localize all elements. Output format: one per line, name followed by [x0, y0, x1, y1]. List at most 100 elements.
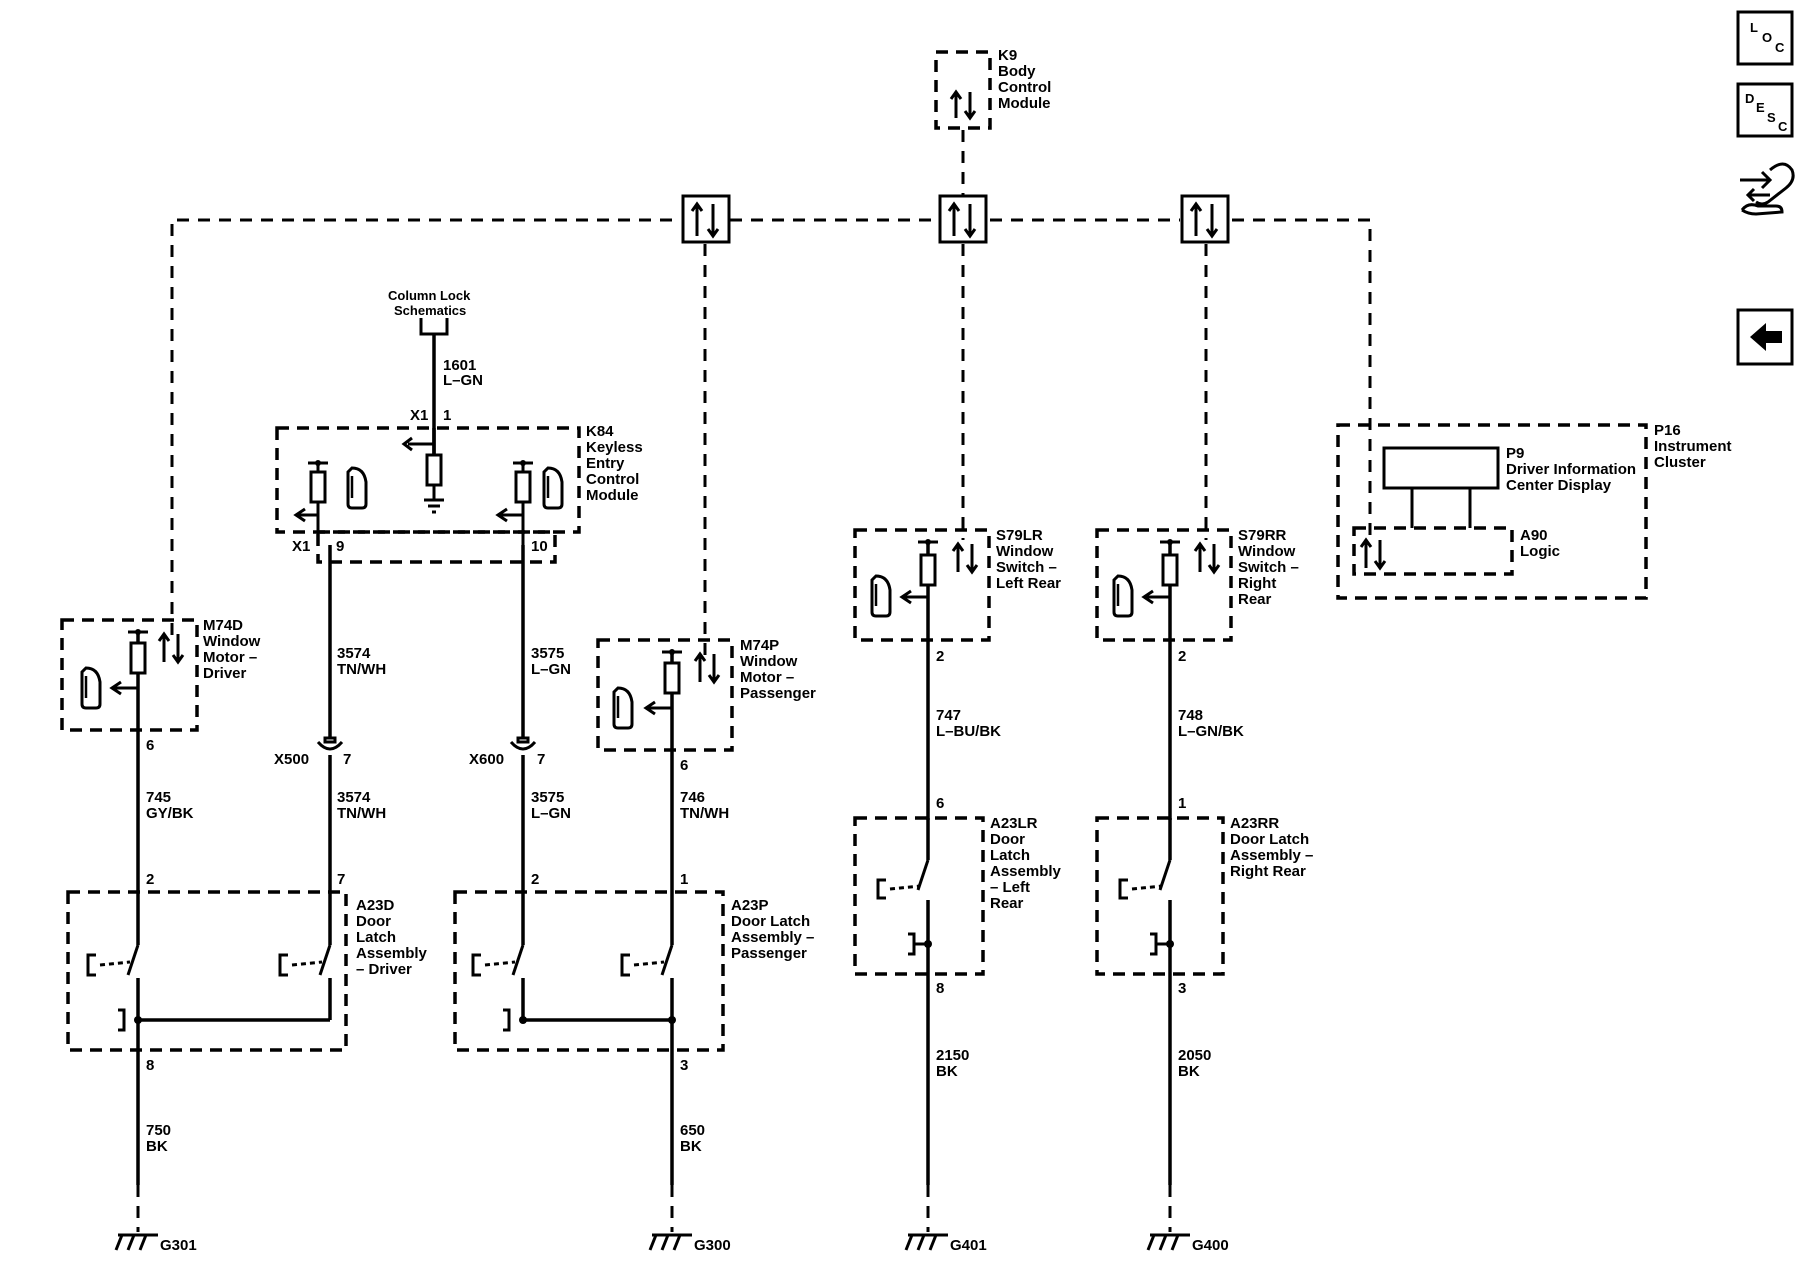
wire-2150-number: 2150	[936, 1047, 969, 1064]
k84-label-4: Module	[586, 487, 639, 504]
s79rr-pin-2: 2	[1178, 648, 1186, 665]
p16-label-1: Instrument	[1654, 438, 1732, 455]
s79rr-label-2: Switch –	[1238, 559, 1299, 576]
wire-748-number: 748	[1178, 707, 1203, 724]
s79lr-label-0: S79LR	[996, 527, 1043, 544]
a23d-door-latch-driver: 2 7 A23D Door Latch Assembly – Driver 8	[66, 871, 428, 1074]
location-button[interactable]: L O C	[1736, 10, 1794, 66]
a23rr-label-3: Right Rear	[1230, 863, 1306, 880]
column-lock-label-0: Column Lock	[388, 288, 471, 303]
m74p-window-motor-passenger: M74P Window Motor – Passenger 6	[596, 637, 816, 774]
a23d-pin-8: 8	[146, 1057, 154, 1074]
bus-splice-1	[681, 194, 731, 244]
a23rr-door-latch-right-rear: 1 A23RR Door Latch Assembly – Right Rear…	[1095, 795, 1313, 997]
a23rr-label-2: Assembly –	[1230, 847, 1313, 864]
location-button-label-o: O	[1762, 30, 1772, 45]
k9-label-2: Control	[998, 79, 1051, 96]
ground-g400: G400	[1146, 1185, 1229, 1254]
s79rr-label-1: Window	[1238, 543, 1296, 560]
wire-2050-color: BK	[1178, 1063, 1200, 1080]
wire-3575a-color: L–GN	[531, 661, 571, 678]
s79lr-window-switch-left-rear: S79LR Window Switch – Left Rear 2	[853, 527, 1061, 665]
a23lr-pin-8: 8	[936, 980, 944, 997]
p16-label-2: Cluster	[1654, 454, 1706, 471]
a23d-label-2: Latch	[356, 929, 396, 946]
bus-splice-3	[1180, 194, 1230, 244]
a23lr-label-0: A23LR	[990, 815, 1038, 832]
a23rr-pin-3: 3	[1178, 980, 1186, 997]
ground-g300: G300	[648, 1185, 731, 1254]
wire-3574a-color: TN/WH	[337, 661, 386, 678]
k84-pin-1: 1	[443, 407, 451, 424]
ground-g301: G301	[114, 1185, 197, 1254]
a23d-label-1: Door	[356, 913, 391, 930]
wire-750-number: 750	[146, 1122, 171, 1139]
ground-g401: G401	[904, 1185, 987, 1254]
s79rr-window-switch-right-rear: S79RR Window Switch – Right Rear 2	[1095, 527, 1299, 665]
wire-650-number: 650	[680, 1122, 705, 1139]
a23lr-pin-6: 6	[936, 795, 944, 812]
a23lr-label-2: Latch	[990, 847, 1030, 864]
x1-bottom-connector: X1	[292, 538, 310, 555]
wire-745-color: GY/BK	[146, 805, 194, 822]
wire-746-number: 746	[680, 789, 705, 806]
a23lr-label-1: Door	[990, 831, 1025, 848]
s79rr-label-0: S79RR	[1238, 527, 1287, 544]
service-tool-icon[interactable]	[1740, 162, 1795, 216]
description-button-label-c2: C	[1778, 119, 1788, 134]
wire-745-number: 745	[146, 789, 171, 806]
a90-label-1: Logic	[1520, 543, 1560, 560]
ground-g401-label: G401	[950, 1237, 987, 1254]
a23p-label-1: Door Latch	[731, 913, 810, 930]
k9-body-control-module: K9 Body Control Module	[934, 47, 1051, 130]
m74d-pin-6: 6	[146, 737, 154, 754]
wire-3574b-number: 3574	[337, 789, 371, 806]
wire-747-color: L–BU/BK	[936, 723, 1001, 740]
wire-1601-number: 1601	[443, 357, 476, 374]
a23d-label-4: – Driver	[356, 961, 412, 978]
location-button-label-c: C	[1775, 40, 1785, 55]
x500-pin-7: 7	[343, 751, 351, 768]
a23rr-pin-1: 1	[1178, 795, 1186, 812]
description-button-label-d: D	[1745, 91, 1754, 106]
ground-g400-label: G400	[1192, 1237, 1229, 1254]
wire-3575a-number: 3575	[531, 645, 564, 662]
k84-pin-10: 10	[531, 538, 548, 555]
s79lr-label-2: Switch –	[996, 559, 1057, 576]
x1-top-connector: X1	[410, 407, 428, 424]
p9-label-0: P9	[1506, 445, 1524, 462]
wire-1601-color: L–GN	[443, 372, 483, 389]
wire-3575b-number: 3575	[531, 789, 564, 806]
k84-label-0: K84	[586, 423, 614, 440]
k9-label-3: Module	[998, 95, 1051, 112]
a23lr-label-5: Rear	[990, 895, 1024, 912]
k84-output-wires: 3574 TN/WH 3575 L–GN X500 7 X600 7 3574 …	[274, 545, 571, 880]
wire-3574a-number: 3574	[337, 645, 371, 662]
m74d-window-motor-driver: M74D Window Motor – Driver 6	[60, 617, 261, 754]
k84-label-2: Entry	[586, 455, 625, 472]
m74d-label-3: Driver	[203, 665, 247, 682]
a23p-label-2: Assembly –	[731, 929, 814, 946]
back-button[interactable]	[1736, 308, 1794, 366]
ground-g300-label: G300	[694, 1237, 731, 1254]
description-button[interactable]: D E S C	[1736, 82, 1794, 138]
location-button-label-l: L	[1750, 20, 1758, 35]
p9-label-2: Center Display	[1506, 477, 1612, 494]
m74p-label-3: Passenger	[740, 685, 816, 702]
m74p-label-2: Motor –	[740, 669, 794, 686]
m74p-pin-6: 6	[680, 757, 688, 774]
p16-label-0: P16	[1654, 422, 1681, 439]
column-lock-label-1: Schematics	[394, 303, 466, 318]
m74p-label-1: Window	[740, 653, 798, 670]
a23d-label-0: A23D	[356, 897, 395, 914]
a23p-pin-1: 1	[680, 871, 688, 888]
s79lr-label-3: Left Rear	[996, 575, 1061, 592]
bus-splice-2	[938, 194, 988, 244]
description-button-label-e: E	[1756, 100, 1765, 115]
wire-2050-number: 2050	[1178, 1047, 1211, 1064]
x600-connector: X600	[469, 751, 504, 768]
wire-3574b-color: TN/WH	[337, 805, 386, 822]
a23d-pin-2: 2	[146, 871, 154, 888]
